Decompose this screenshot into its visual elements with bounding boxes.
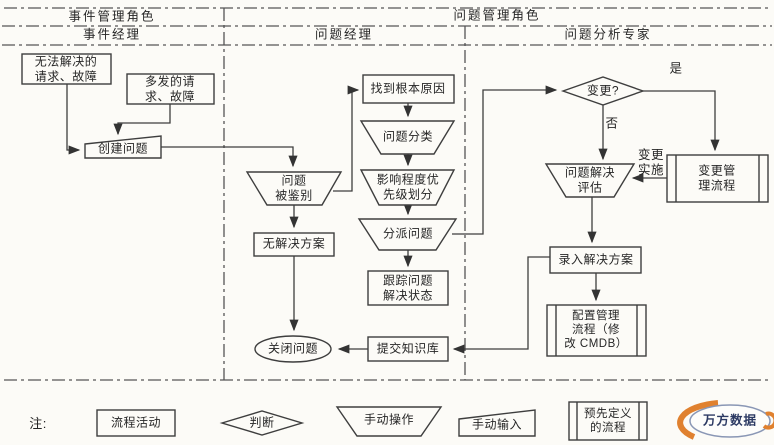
- impact-priority-shape: [359, 169, 456, 206]
- config-mgmt-process-label: 配置管理 流程（修 改 CMDB）: [564, 309, 628, 351]
- legend-process-shape: [96, 409, 176, 437]
- legend-process-label: 流程活动: [110, 415, 162, 430]
- connectors: [66, 84, 720, 354]
- lane-problem-analyst: 问题分析专家: [564, 27, 652, 42]
- dispatch-problem-label: 分派问题: [382, 226, 434, 241]
- change-mgmt-process-label: 变更管 理流程: [698, 163, 736, 192]
- create-problem-shape: [84, 135, 162, 159]
- evaluate-resolution-shape: [544, 163, 636, 198]
- track-status-label: 跟踪问题 解决状态: [382, 273, 434, 302]
- unresolved-requests-label: 无法解决的 请求、故障: [34, 54, 98, 83]
- edge-label-change-impl: 变更 实施: [637, 147, 665, 177]
- legend-note-label: 注:: [29, 416, 47, 432]
- change-mgmt-process-shape: [666, 154, 769, 203]
- problem-identified-label: 问题 被鉴别: [275, 173, 313, 202]
- change-decision-shape: [560, 76, 646, 106]
- legend-predefined-shape: [568, 401, 648, 441]
- lane-event-manager: 事件经理: [82, 27, 142, 42]
- record-solution-label: 录入解决方案: [558, 252, 634, 267]
- frequent-requests-label: 多发的请 求、故障: [144, 74, 196, 103]
- watermark-logo-icon: [677, 400, 774, 440]
- close-problem-shape: [254, 335, 332, 363]
- record-solution-shape: [549, 246, 642, 274]
- classify-problem-shape: [359, 120, 456, 155]
- track-status-shape: [367, 270, 449, 306]
- impact-priority-label: 影响程度优 先级划分: [376, 172, 440, 201]
- submit-knowledge-base-label: 提交知识库: [376, 341, 440, 356]
- legend-predefined-label: 预先定义 的流程: [584, 407, 632, 434]
- config-mgmt-process-shape: [546, 304, 647, 357]
- root-cause-found-shape: [362, 74, 455, 104]
- submit-knowledge-base-shape: [367, 336, 449, 362]
- edge-label-yes: 是: [669, 61, 683, 76]
- watermark-logo-text: 万方数据: [702, 413, 758, 428]
- frequent-requests-shape: [126, 73, 215, 105]
- no-solution-shape: [253, 232, 335, 257]
- dispatch-problem-shape: [357, 218, 458, 251]
- evaluate-resolution-label: 问题解决 评估: [564, 165, 616, 194]
- swimlane-grid: [2, 7, 772, 381]
- no-solution-label: 无解决方案: [262, 236, 326, 251]
- edge-label-no: 否: [605, 116, 619, 131]
- create-problem-label: 创建问题: [97, 141, 149, 156]
- legend-manual-operation-shape: [335, 406, 443, 437]
- legend-manual-operation-label: 手动操作: [363, 412, 415, 427]
- legend-manual-input-label: 手动输入: [471, 417, 523, 432]
- root-cause-found-label: 找到根本原因: [370, 81, 446, 96]
- legend-decision-shape: [219, 410, 305, 436]
- change-decision-label: 变更?: [586, 83, 620, 98]
- legend-manual-input-shape: [458, 409, 536, 437]
- classify-problem-label: 问题分类: [382, 129, 434, 144]
- close-problem-label: 关闭问题: [267, 341, 319, 356]
- lane-problem-manager: 问题经理: [314, 27, 374, 42]
- legend-decision-label: 判断: [249, 415, 275, 430]
- unresolved-requests-shape: [21, 53, 112, 85]
- lane-event-mgmt-role: 事件管理角色: [68, 9, 156, 24]
- problem-identified-shape: [245, 171, 343, 206]
- lane-problem-mgmt-role: 问题管理角色: [453, 8, 541, 23]
